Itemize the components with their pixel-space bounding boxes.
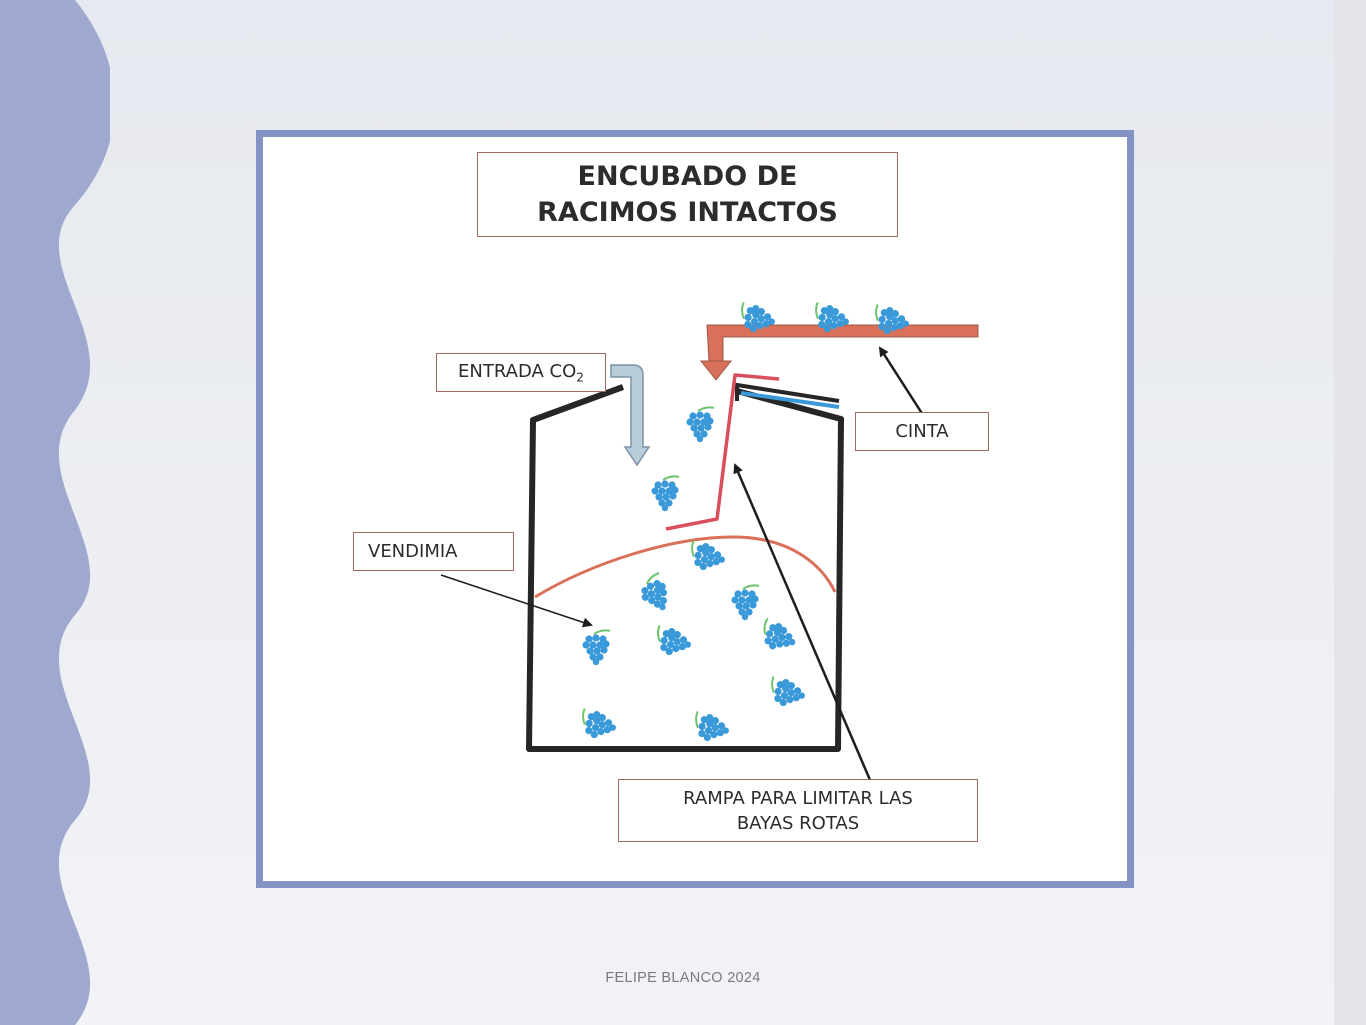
ramp-label: RAMPA PARA LIMITAR LAS BAYAS ROTAS [618,779,978,842]
harvest-label: VENDIMIA [353,532,514,571]
co2-label-text: ENTRADA CO [458,361,577,382]
title-line-2: RACIMOS INTACTOS [537,197,838,228]
grape-icon [767,675,809,711]
grape-surface [534,535,837,599]
tank-outline [526,384,844,752]
grape-icon [687,539,729,575]
grape-icon [691,710,733,746]
conveyor-label: CINTA [855,412,989,451]
diagram-title: ENCUBADO DE RACIMOS INTACTOS [477,152,898,237]
tank-lid [735,382,840,403]
ramp-label-line-2: BAYAS ROTAS [736,813,860,834]
ramp-label-line-1: RAMPA PARA LIMITAR LAS [683,788,913,809]
diagram-frame: ENCUBADO DE RACIMOS INTACTOS ENTRADA CO2… [256,130,1134,888]
co2-pipe [610,364,651,467]
grape-icon [633,571,678,618]
grape-icon [581,629,611,667]
co2-inlet-label: ENTRADA CO2 [436,353,606,392]
grape-icon [756,617,801,658]
title-line-1: ENCUBADO DE [577,161,798,192]
vendimia-pointer-arrow [440,574,593,628]
rampa-pointer-arrow [733,463,875,788]
co2-subscript: 2 [576,370,584,385]
cinta-pointer-arrow [878,346,925,416]
grape-icon [730,584,760,622]
ramp [665,373,780,531]
grape-icon [653,624,695,660]
conveyor-belt [706,324,979,363]
footer-credit: FELIPE BLANCO 2024 [605,970,761,986]
grape-icon [650,475,680,513]
tank-diagram [440,301,979,788]
grape-icon [578,707,620,743]
lid-blue-strip [740,391,840,409]
belt-drop-arrowhead [699,360,733,381]
right-edge-strip [1334,0,1366,1025]
grape-icon [685,406,715,444]
wavy-sidebar-decoration [0,0,110,1025]
